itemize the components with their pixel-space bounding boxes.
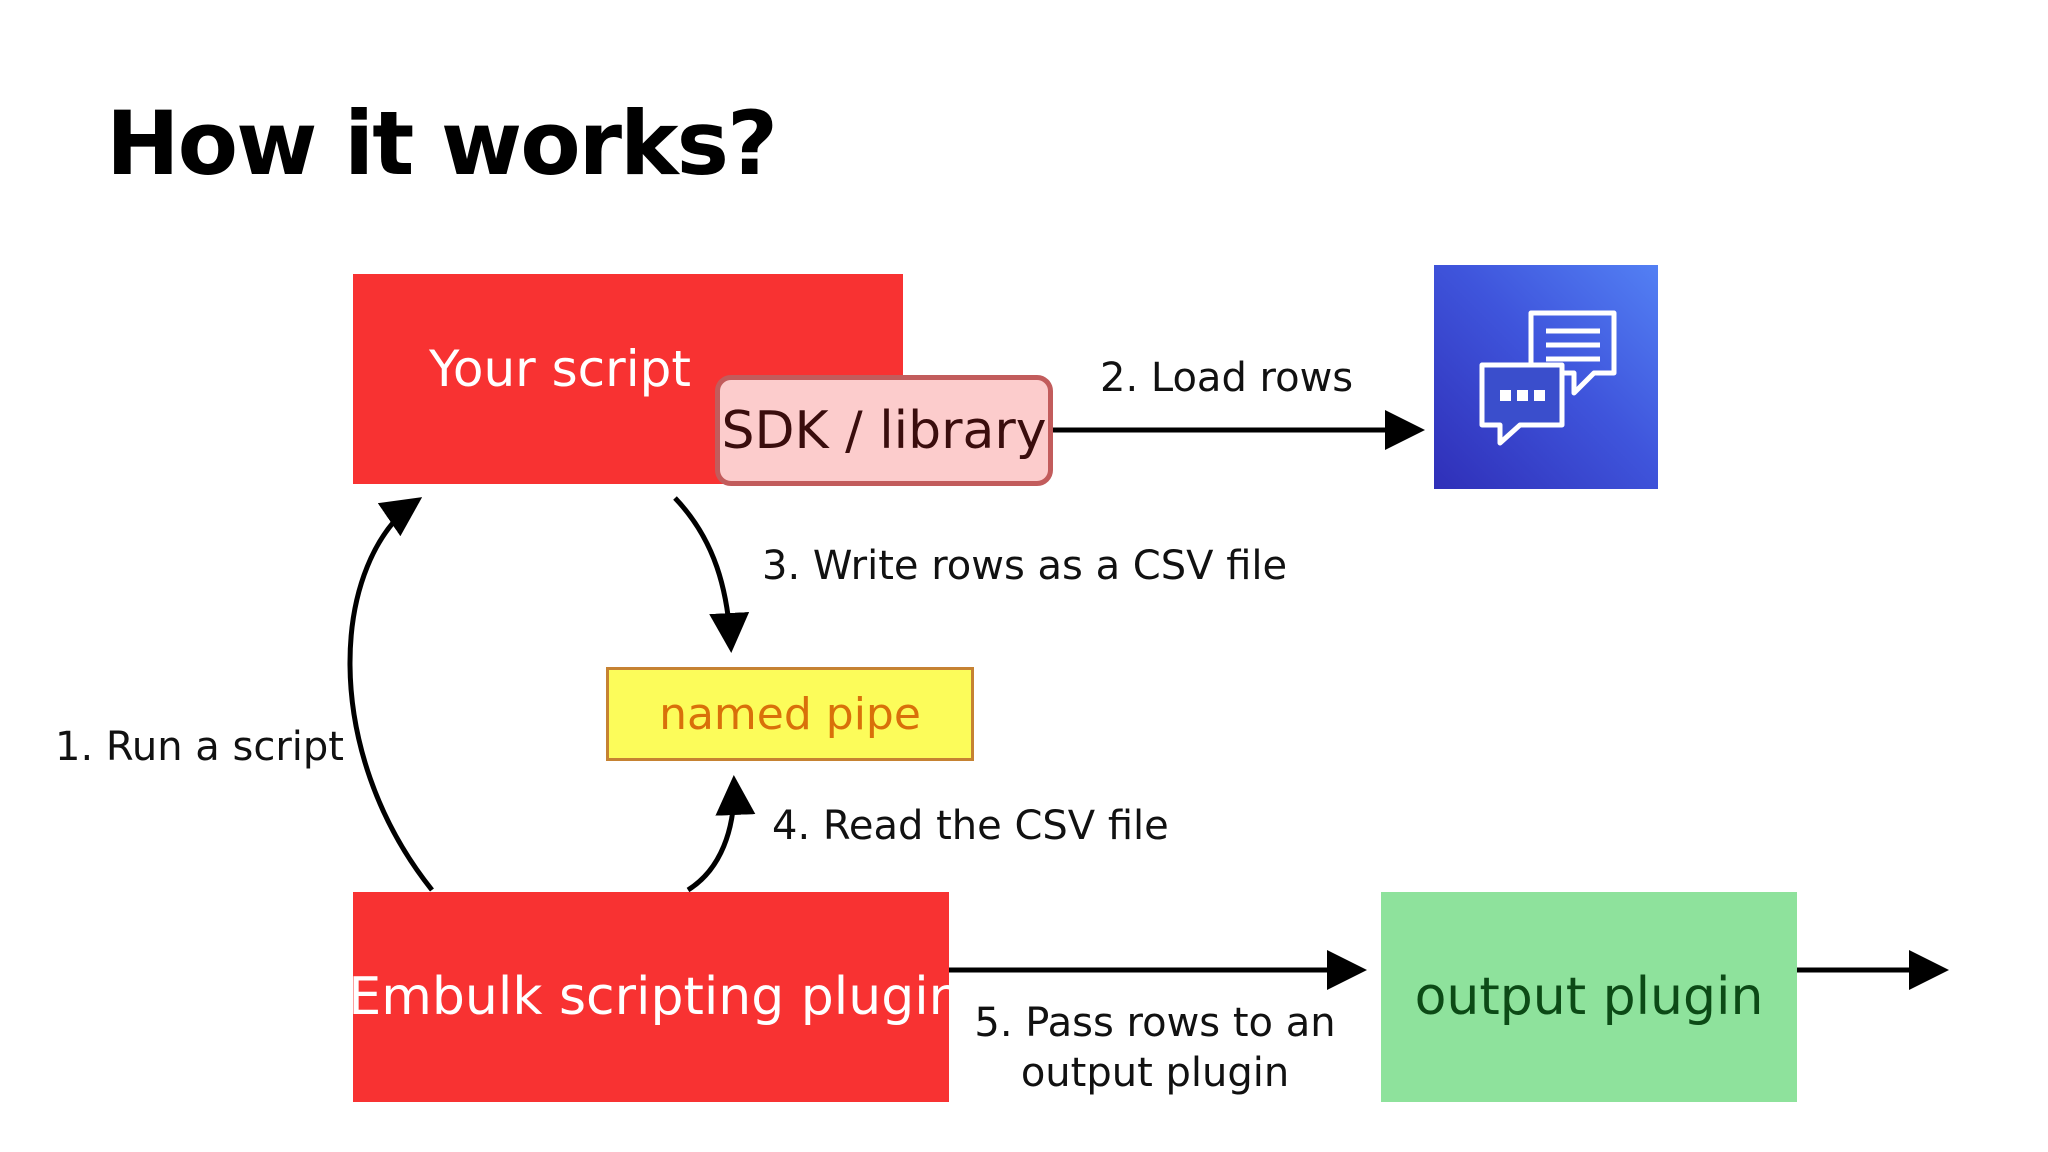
arrow-read-csv (686, 775, 756, 893)
embulk-plugin-box: Embulk scripting plugin (348, 892, 962, 1102)
your-script-label: Your script (429, 340, 691, 398)
output-plugin-box: output plugin (1381, 892, 1797, 1102)
named-pipe-label: named pipe (659, 688, 921, 740)
embulk-plugin-label: Embulk scripting plugin (348, 967, 962, 1027)
step-run-label: 1. Run a script (55, 724, 344, 770)
step-read-label: 4. Read the CSV file (772, 803, 1169, 849)
sdk-library-label: SDK / library (721, 400, 1047, 461)
arrow-write-rows (673, 496, 750, 653)
step-load-label: 2. Load rows (1100, 355, 1354, 401)
named-pipe-box: named pipe (606, 667, 974, 761)
step-write-label: 3. Write rows as a CSV file (762, 543, 1288, 589)
arrow-run-script (347, 497, 434, 892)
page-title: How it works? (106, 92, 778, 195)
chat-bubbles-glyph (1479, 310, 1617, 446)
sdk-library-box: SDK / library (715, 375, 1053, 486)
output-plugin-label: output plugin (1414, 967, 1764, 1027)
step-pass-label: 5. Pass rows to an output plugin (974, 1000, 1336, 1096)
chat-bubbles-icon (1434, 265, 1658, 489)
